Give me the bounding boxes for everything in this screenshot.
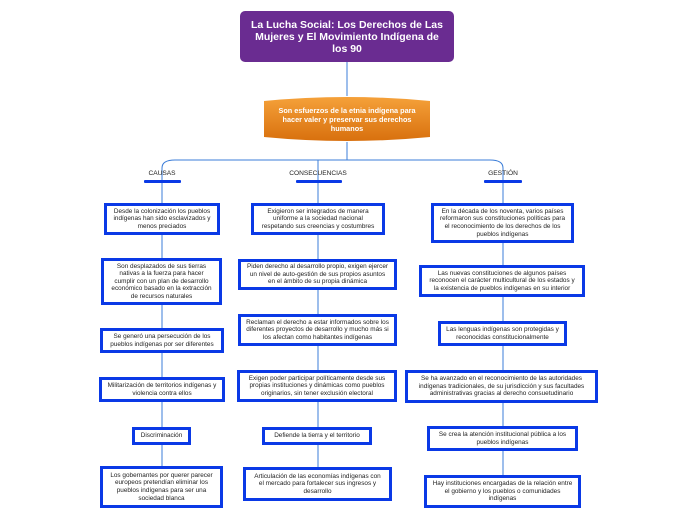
gestion-node: En la década de los noventa, varios país… xyxy=(431,203,574,243)
central-topic-text: Son esfuerzos de la etnia indígena para … xyxy=(278,105,416,133)
consecuencias-node: Exigen poder participar políticamente de… xyxy=(237,370,397,402)
causas-node: Son desplazados de sus tierras nativas a… xyxy=(101,258,222,305)
label-consecuencias: CONSECUENCIAS xyxy=(289,170,347,177)
node-text: Reclaman el derecho a estar informados s… xyxy=(246,318,389,341)
consecuencias-node: Exigieron ser integrados de manera unifo… xyxy=(251,203,385,235)
central-topic: Son esfuerzos de la etnia indígena para … xyxy=(264,96,430,142)
gestion-node: Las lenguas indígenas son protegidas y r… xyxy=(438,321,567,346)
node-text: Exigieron ser integrados de manera unifo… xyxy=(261,207,375,230)
node-text: Se generó una persecución de los pueblos… xyxy=(110,332,214,348)
underline-consecuencias xyxy=(296,180,342,183)
map-title: La Lucha Social: Los Derechos de Las Muj… xyxy=(240,11,454,62)
gestion-node: Las nuevas constituciones de algunos paí… xyxy=(419,265,585,297)
label-gestion: GESTIÓN xyxy=(488,170,518,177)
node-text: Las nuevas constituciones de algunos paí… xyxy=(429,269,575,292)
node-text: Articulación de las economías indígenas … xyxy=(254,472,381,495)
underline-gestion xyxy=(484,180,522,183)
node-text: Se crea la atención institucional públic… xyxy=(438,430,567,446)
causas-node: Los gobernantes por querer parecer europ… xyxy=(100,466,223,508)
node-text: Piden derecho al desarrollo propio, exig… xyxy=(246,263,389,286)
label-causas: CAUSAS xyxy=(148,170,176,177)
consecuencias-node: Reclaman el derecho a estar informados s… xyxy=(238,314,397,346)
causas-node: Desde la colonización los pueblos indíge… xyxy=(104,203,220,235)
node-text: Discriminación xyxy=(140,432,183,440)
underline-causas xyxy=(144,180,181,183)
node-text: Defiende la tierra y el territorio xyxy=(274,432,360,440)
gestion-node: Se crea la atención institucional públic… xyxy=(427,426,578,451)
node-text: Se ha avanzado en el reconocimiento de l… xyxy=(418,375,585,398)
causas-node: Se generó una persecución de los pueblos… xyxy=(100,328,224,353)
map-title-text: La Lucha Social: Los Derechos de Las Muj… xyxy=(251,18,443,55)
gestion-node: Se ha avanzado en el reconocimiento de l… xyxy=(405,370,598,403)
central-topic-shape xyxy=(264,97,430,141)
causas-node: Discriminación xyxy=(132,427,191,445)
node-text: Hay instituciones encargadas de la relac… xyxy=(432,480,573,503)
consecuencias-node: Defiende la tierra y el territorio xyxy=(262,427,372,445)
consecuencias-node: Articulación de las economías indígenas … xyxy=(243,467,392,501)
gestion-node: Hay instituciones encargadas de la relac… xyxy=(424,475,581,508)
node-text: Exigen poder participar políticamente de… xyxy=(248,374,386,397)
causas-node: Militarización de territorios indígenas … xyxy=(99,377,225,402)
node-text: En la década de los noventa, varios país… xyxy=(439,207,566,238)
node-text: Las lenguas indígenas son protegidas y r… xyxy=(446,325,559,341)
node-text: Son desplazados de sus tierras nativas a… xyxy=(111,262,212,300)
node-text: Militarización de territorios indígenas … xyxy=(107,381,217,397)
node-text: Los gobernantes por querer parecer europ… xyxy=(110,471,213,502)
consecuencias-node: Piden derecho al desarrollo propio, exig… xyxy=(238,259,397,290)
node-text: Desde la colonización los pueblos indíge… xyxy=(113,207,211,230)
